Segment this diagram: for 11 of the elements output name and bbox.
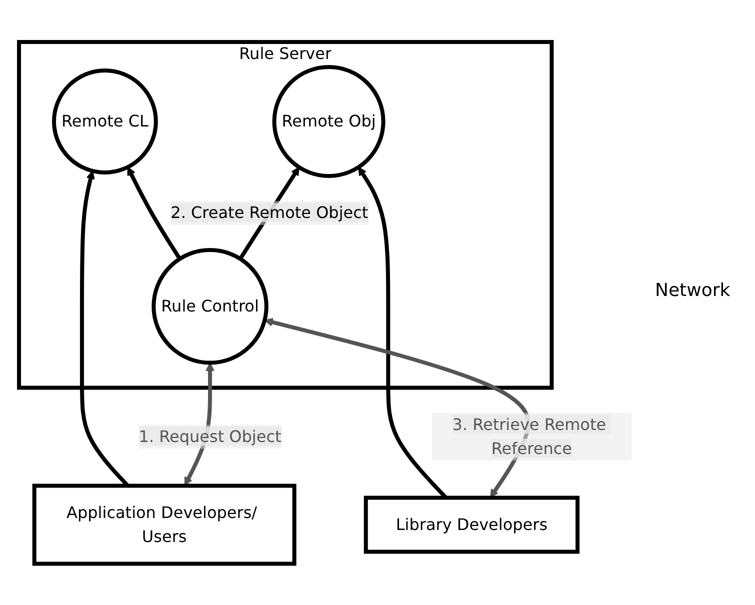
- node-circle: Rule Control: [151, 248, 268, 364]
- node-box: Library Developers: [364, 495, 580, 554]
- edge-label: 2. Create Remote Object: [170, 202, 368, 222]
- arrow: [264, 318, 530, 498]
- node-circle: Remote Obj: [272, 64, 385, 178]
- node-box: Application Developers/ Users: [32, 483, 296, 566]
- edge-label: 3. Retrieve Remote Reference: [452, 414, 606, 458]
- network-label: Network: [655, 280, 732, 301]
- arrow: [126, 166, 182, 260]
- node-circle: Remote CL: [52, 68, 158, 174]
- edge-label: 1. Request Object: [138, 426, 281, 446]
